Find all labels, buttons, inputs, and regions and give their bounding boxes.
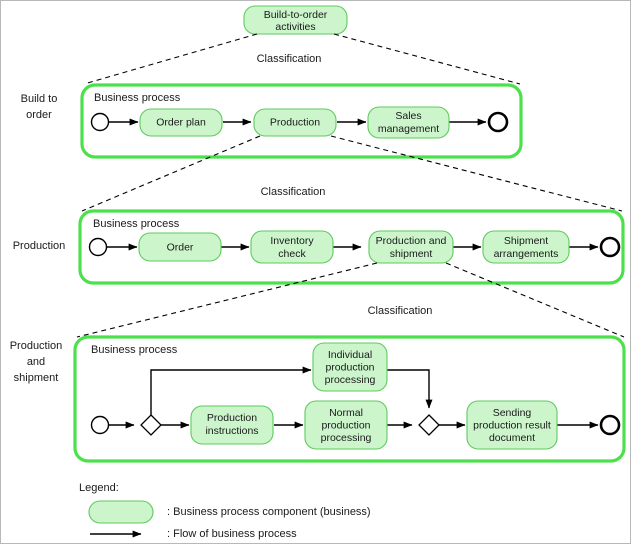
process-step-shipment-arrangements-label-line1: Shipment [504, 235, 548, 247]
process-step-production[interactable]: Production [253, 108, 337, 137]
process-step-shipment-arrangements[interactable]: Shipment arrangements [482, 230, 570, 264]
process-step-individual-production-processing-shape[interactable] [312, 342, 388, 392]
root-node-label-line1: Build-to-order [264, 9, 328, 21]
process-step-normal-production-processing-label-line3: processing [321, 432, 372, 444]
classification-label-3: Classification [368, 305, 433, 317]
process-step-production-and-shipment-label-line1: Production and [376, 235, 447, 247]
end-node-1[interactable] [487, 111, 509, 133]
row-label-3-line1: Production [10, 340, 63, 352]
business-process-title-3: Business process [91, 344, 178, 356]
root-node-shape[interactable] [243, 5, 348, 35]
process-step-production-shape[interactable] [253, 108, 337, 137]
classification-label-2: Classification [261, 186, 326, 198]
process-step-sending-production-result-document-label-line2: production result [473, 419, 551, 431]
process-step-production-and-shipment[interactable]: Production and shipment [368, 230, 454, 264]
row-label-3-line2: and [27, 356, 45, 368]
legend-item-2-text: : Flow of business process [167, 528, 297, 540]
start-node-2[interactable] [88, 237, 108, 257]
process-step-normal-production-processing-shape[interactable] [304, 400, 388, 450]
flow-3-individual-to-join [387, 369, 433, 409]
process-step-individual-production-processing-label-line2: production [325, 361, 374, 373]
process-step-production-label: Production [270, 116, 320, 128]
process-step-sending-production-result-document-label-line3: document [489, 432, 535, 444]
classification-link-3 [76, 262, 625, 338]
classification-link-1 [83, 33, 521, 85]
process-step-order-shape[interactable] [138, 232, 222, 262]
process-step-production-instructions-label-line2: instructions [205, 425, 258, 437]
legend: Legend: : Business process component (bu… [79, 482, 371, 540]
end-node-3[interactable] [599, 414, 621, 436]
process-step-individual-production-processing[interactable]: Individual production processing [312, 342, 388, 392]
business-process-title-1: Business process [94, 92, 181, 104]
root-node-label-line2: activities [275, 21, 315, 33]
start-node-3[interactable] [90, 415, 110, 435]
root-node[interactable]: Build-to-order activities [243, 5, 348, 35]
decision-diamond-join[interactable] [418, 414, 440, 436]
process-step-inventory-check-label-line2: check [278, 248, 306, 260]
process-step-order[interactable]: Order [138, 232, 222, 262]
process-step-sales-management-shape[interactable] [367, 106, 450, 139]
process-step-sales-management[interactable]: Sales management [367, 106, 450, 139]
end-node-2[interactable] [599, 236, 621, 258]
process-step-shipment-arrangements-label-line2: arrangements [494, 248, 559, 260]
row-label-3: Production and shipment [10, 340, 63, 384]
process-step-individual-production-processing-label-line3: processing [325, 374, 376, 386]
row-label-3-line3: shipment [14, 372, 59, 384]
process-step-production-and-shipment-shape[interactable] [368, 230, 454, 264]
process-step-production-and-shipment-label-line2: shipment [390, 248, 433, 260]
process-step-inventory-check-shape[interactable] [250, 230, 334, 264]
start-node-1[interactable] [90, 112, 110, 132]
process-step-order-plan[interactable]: Order plan [139, 108, 223, 137]
classification-link-1-right [333, 33, 521, 85]
process-step-production-instructions-shape[interactable] [190, 405, 274, 445]
process-step-normal-production-processing-label-line1: Normal [329, 407, 363, 419]
flow-3-fork-to-individual [150, 366, 312, 415]
row-label-1-line1: Build to [21, 93, 58, 105]
row-label-2-line1: Production [13, 240, 66, 252]
row-label-1-line2: order [26, 109, 52, 121]
process-step-shipment-arrangements-shape[interactable] [482, 230, 570, 264]
legend-item-1-text: : Business process component (business) [167, 506, 371, 518]
process-step-order-plan-shape[interactable] [139, 108, 223, 137]
process-step-production-instructions-label-line1: Production [207, 412, 257, 424]
row-label-1: Build to order [21, 93, 58, 121]
classification-link-3-left [76, 262, 378, 338]
process-step-sales-management-label-line1: Sales [395, 110, 421, 122]
classification-link-1-left [83, 33, 258, 85]
process-step-sending-production-result-document-label-line1: Sending [493, 407, 532, 419]
process-step-normal-production-processing-label-line2: production [321, 419, 370, 431]
process-step-production-instructions[interactable]: Production instructions [190, 405, 274, 445]
business-process-title-2: Business process [93, 218, 180, 230]
decision-diamond-fork[interactable] [140, 414, 162, 436]
process-step-order-label: Order [167, 241, 194, 253]
process-step-inventory-check-label-line1: Inventory [270, 235, 314, 247]
process-step-inventory-check[interactable]: Inventory check [250, 230, 334, 264]
process-step-sales-management-label-line2: management [378, 123, 439, 135]
row-label-2: Production [13, 240, 66, 252]
process-step-normal-production-processing[interactable]: Normal production processing [304, 400, 388, 450]
legend-title: Legend: [79, 482, 119, 494]
process-step-sending-production-result-document[interactable]: Sending production result document [466, 400, 558, 450]
process-step-sending-production-result-document-shape[interactable] [466, 400, 558, 450]
classification-label-1: Classification [257, 53, 322, 65]
process-step-individual-production-processing-label-line1: Individual [328, 349, 372, 361]
process-step-order-plan-label: Order plan [156, 116, 206, 128]
legend-pill-icon [88, 500, 154, 524]
